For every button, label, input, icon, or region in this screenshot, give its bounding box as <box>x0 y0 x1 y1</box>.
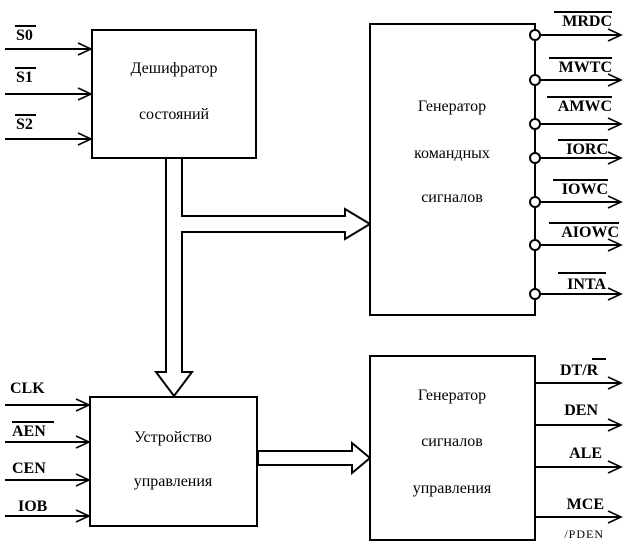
bus-decoder-to-command-generator <box>154 157 372 398</box>
output-mrdc: MRDC <box>529 11 623 42</box>
output-dtr-label: DT/R <box>560 362 599 379</box>
control-generator-block: Генератор сигналов управления <box>369 355 536 541</box>
output-dtr-prefix: DT/ <box>560 362 587 379</box>
input-iob: IOB <box>5 498 91 523</box>
control-unit-label-1: Устройство <box>134 429 212 446</box>
bus-control-unit-to-control-generator <box>257 440 372 476</box>
output-amwc-label: AMWC <box>558 98 612 115</box>
output-iorc-label: IORC <box>566 141 608 158</box>
command-generator-block: Генератор командных сигналов <box>369 23 536 316</box>
input-clk: CLK <box>5 380 91 412</box>
output-aiowc: AIOWC <box>529 222 623 252</box>
input-cen-label: CEN <box>12 460 46 477</box>
input-iob-label: IOB <box>18 498 48 515</box>
control-inputs: CLK AEN CEN IOB <box>5 380 91 523</box>
output-den: DEN <box>535 402 623 432</box>
control-generator-label-2: сигналов <box>421 433 483 450</box>
state-decoder-block: Дешифратор состояний <box>91 29 257 159</box>
output-den-label: DEN <box>564 402 598 419</box>
command-generator-label-2: командных <box>414 145 490 162</box>
input-s1: S1 <box>5 67 93 101</box>
control-generator-label-1: Генератор <box>418 387 486 404</box>
control-unit-label-2: управления <box>134 473 213 490</box>
input-s0-label: S0 <box>16 27 33 44</box>
status-inputs: S0 S1 S2 <box>5 25 93 146</box>
control-outputs: DT/R DEN ALE MCE /PDEN <box>535 358 623 541</box>
output-mce-label: MCE <box>567 496 604 513</box>
input-s0: S0 <box>5 25 93 56</box>
output-inta: INTA <box>529 272 623 301</box>
command-generator-label-1: Генератор <box>418 98 486 115</box>
control-generator-label-3: управления <box>413 480 492 497</box>
output-iowc-label: IOWC <box>562 181 608 198</box>
input-aen-label: AEN <box>12 423 46 440</box>
command-outputs: MRDC MWTC AMWC IORC IOWC <box>529 11 623 301</box>
input-s2-label: S2 <box>16 116 33 133</box>
input-aen: AEN <box>5 421 91 449</box>
input-s2: S2 <box>5 114 93 146</box>
output-inta-label: INTA <box>567 276 606 293</box>
output-iowc: IOWC <box>529 179 623 209</box>
control-unit-block: Устройство управления <box>89 396 258 527</box>
output-dtr-r: R <box>587 362 599 379</box>
input-clk-label: CLK <box>10 380 45 397</box>
state-decoder-label-1: Дешифратор <box>131 60 218 77</box>
output-ale-label: ALE <box>569 445 602 462</box>
output-mce-pden: MCE /PDEN <box>535 496 623 541</box>
output-amwc: AMWC <box>529 96 623 131</box>
output-mwtc-label: MWTC <box>559 59 612 76</box>
output-dtr: DT/R <box>535 358 623 390</box>
output-pden-label: /PDEN <box>564 527 604 541</box>
output-mrdc-label: MRDC <box>562 13 612 30</box>
state-decoder-label-2: состояний <box>139 106 210 123</box>
command-generator-label-3: сигналов <box>421 189 483 206</box>
output-ale: ALE <box>535 445 623 474</box>
output-mwtc: MWTC <box>529 57 623 87</box>
output-aiowc-label: AIOWC <box>561 224 619 241</box>
input-s1-label: S1 <box>16 69 33 86</box>
input-cen: CEN <box>5 460 91 487</box>
output-iorc: IORC <box>529 139 623 165</box>
